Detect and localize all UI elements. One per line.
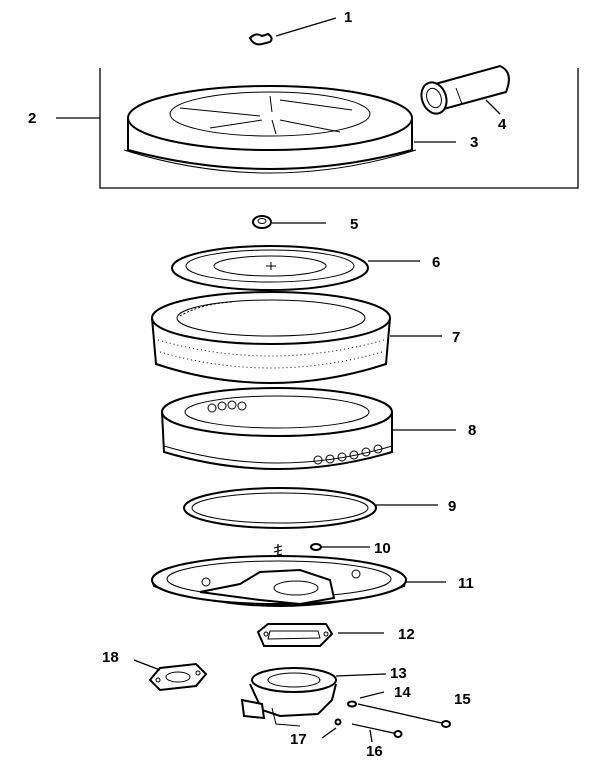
callout-15: 15: [454, 691, 471, 708]
callout-5: 5: [350, 216, 358, 233]
part-short-screw: [351, 723, 403, 738]
part-wing-nut: [248, 32, 273, 46]
part-air-cleaner-cover: [123, 85, 417, 174]
callout-labels: 1 2 3 4 5 6 7 8 9 10 11 12 13 14 15 16 1…: [28, 9, 507, 760]
callout-6: 6: [432, 254, 440, 271]
part-foam-precleaner: [151, 291, 391, 384]
part-washer: [334, 718, 342, 726]
part-lock-washer: [347, 700, 357, 708]
callout-8: 8: [468, 422, 476, 439]
leader-lines: [56, 17, 501, 743]
callout-17: 17: [290, 731, 307, 748]
callout-11: 11: [458, 575, 474, 592]
callout-1: 1: [344, 9, 352, 26]
callout-7: 7: [452, 329, 460, 346]
callout-14: 14: [394, 684, 411, 701]
callout-12: 12: [398, 626, 415, 643]
part-small-gasket: [148, 662, 208, 692]
callout-2: 2: [28, 110, 36, 127]
part-base-gasket: [256, 623, 334, 647]
callout-4: 4: [498, 116, 507, 133]
callout-16: 16: [366, 743, 383, 760]
part-gasket-ring: [183, 487, 377, 529]
callout-3: 3: [470, 134, 478, 151]
callout-9: 9: [448, 498, 456, 515]
part-snorkel-tube: [420, 64, 510, 115]
part-filter-element: [161, 387, 393, 470]
part-cover-assembly-bracket: [99, 68, 579, 189]
callout-10: 10: [374, 540, 391, 557]
part-filter-cover-plate: [171, 245, 369, 291]
callout-13: 13: [390, 665, 407, 682]
part-adapter-elbow: [240, 667, 337, 727]
callout-18: 18: [102, 649, 119, 666]
part-air-cleaner-base: [151, 555, 407, 607]
part-long-screw: [357, 703, 451, 728]
part-grommet: [252, 215, 272, 229]
